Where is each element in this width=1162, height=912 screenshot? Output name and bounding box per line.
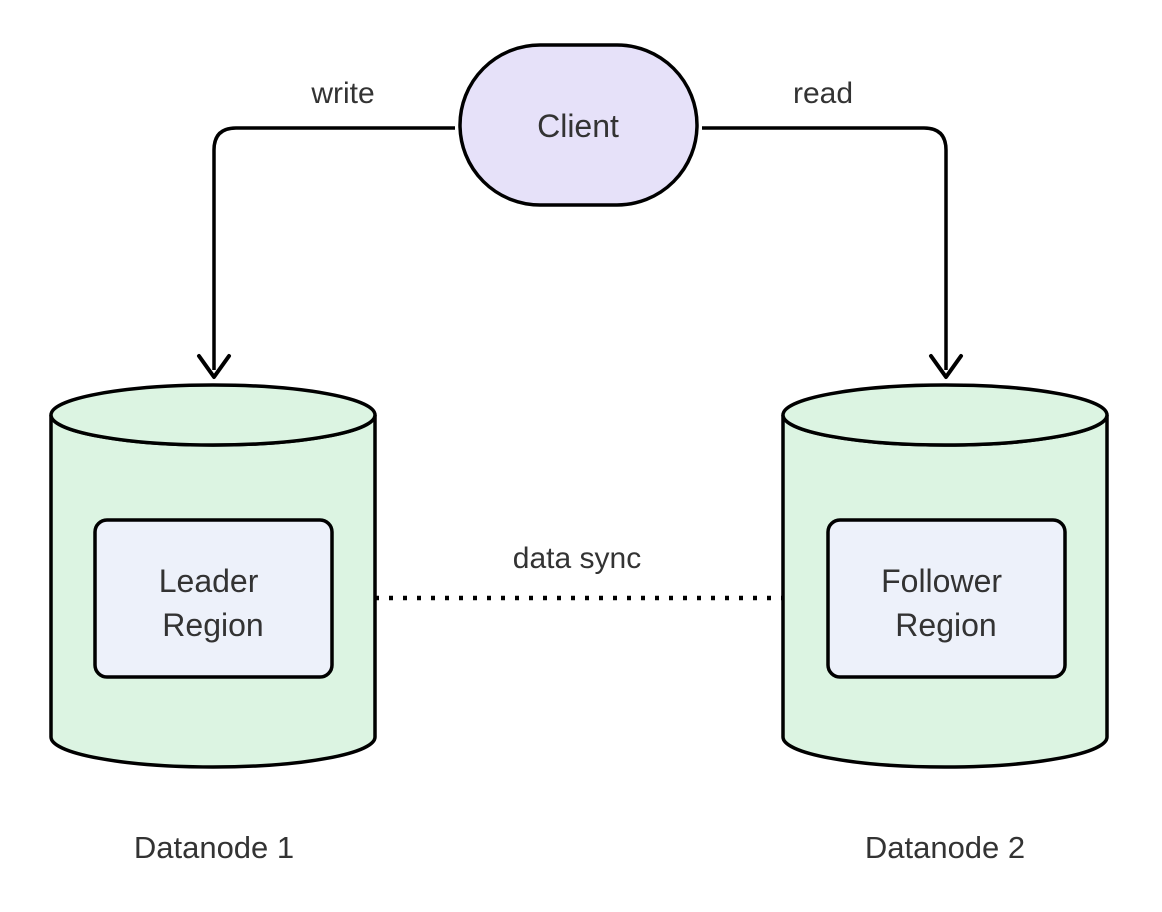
edge-write-label: write [310, 77, 374, 110]
follower-region-label-line2: Region [895, 607, 996, 643]
client-stadium-shape [458, 43, 699, 207]
edge-read-label: read [793, 77, 853, 110]
arrowhead-down-icon [929, 354, 963, 379]
client-label: Client [537, 108, 619, 144]
follower-region-label-line1: Follower [881, 563, 1002, 599]
edge-client-to-datanode1: write [197, 77, 455, 379]
datanode1-label: Datanode 1 [134, 830, 294, 865]
follower-region-box [826, 518, 1067, 679]
edge-client-to-datanode2: read [702, 77, 963, 379]
arrowhead-down-icon [197, 354, 231, 379]
datanode2-label: Datanode 2 [865, 830, 1025, 865]
edge-data-sync-label: data sync [513, 542, 641, 575]
edge-read-line [702, 126, 948, 370]
follower-region-label: Follower Region [881, 563, 1011, 643]
leader-region-label-line1: Leader [159, 563, 259, 599]
leader-region-box [93, 518, 334, 679]
leader-region-label-line2: Region [162, 607, 263, 643]
edge-leader-to-follower: data sync [347, 542, 824, 616]
node-leader-region: Leader Region [93, 518, 334, 679]
datanode1-cylinder-top [49, 383, 377, 447]
edge-write-line [212, 126, 455, 370]
leader-region-label: Leader Region [159, 563, 268, 643]
node-follower-region: Follower Region [826, 518, 1067, 679]
datanode2-cylinder-top [781, 383, 1109, 447]
node-client: Client [458, 43, 699, 207]
